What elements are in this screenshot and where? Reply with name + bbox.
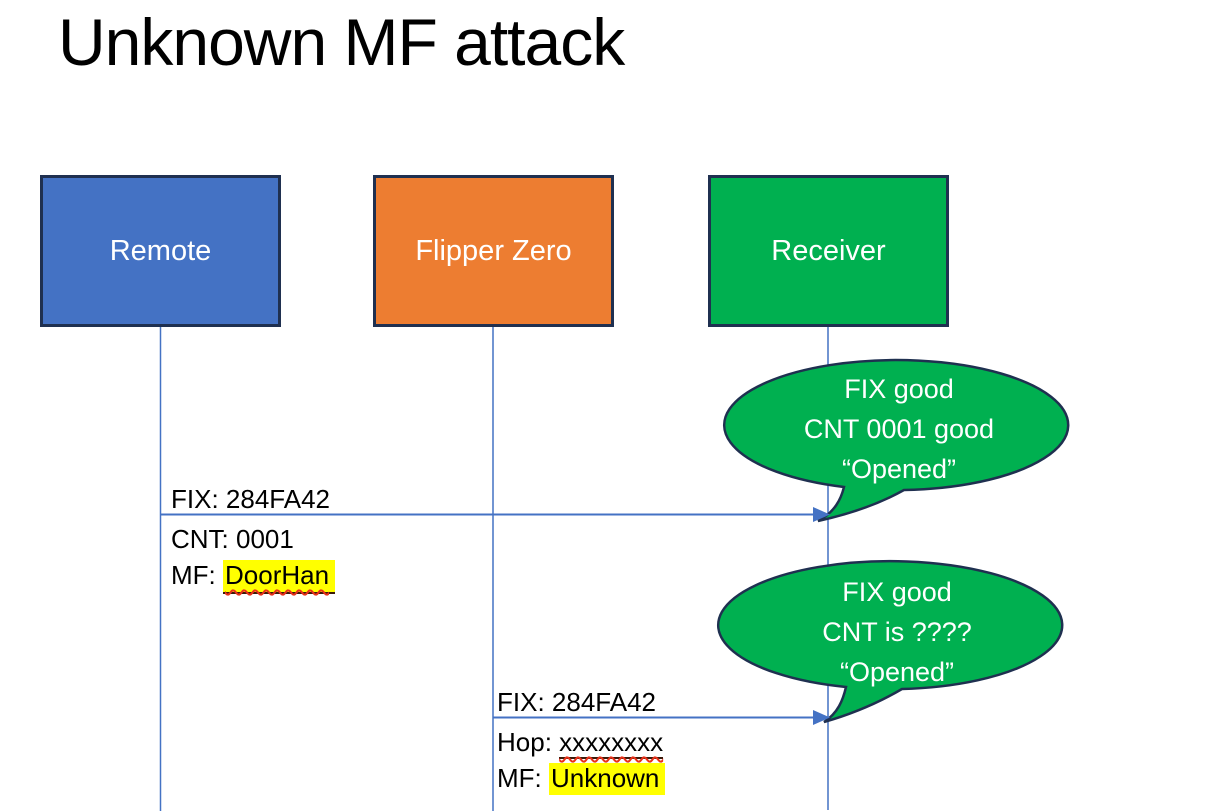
speech-bubble-1 (722, 358, 1070, 523)
message1-fix-text: FIX: 284FA42 (171, 484, 330, 514)
message1-mf-prefix: MF: (171, 560, 223, 590)
message2-mf-line: MF: Unknown (497, 760, 666, 796)
message1-cnt-prefix: CNT: (171, 524, 236, 554)
message2-hop-line: Hop: xxxxxxxx (497, 724, 665, 760)
actor-label-remote: Remote (109, 234, 212, 267)
message2-hop-value: xxxxxxxx (559, 727, 664, 759)
bubble2-line2: CNT is ???? (822, 617, 972, 647)
arrowhead-2 (813, 710, 830, 725)
bubble2-line1: FIX good (842, 577, 952, 607)
speech-bubble-2 (716, 559, 1064, 724)
message2-mf-prefix: MF: (497, 763, 549, 793)
message1-mf-value-highlight: DoorHan (223, 560, 336, 594)
speech-bubble-2-text: FIX good CNT is ???? “Opened” (725, 572, 1069, 692)
bubble1-line2: CNT 0001 good (803, 414, 995, 444)
bubble1-line1: FIX good (844, 374, 954, 404)
actor-box-flipper-zero: Flipper Zero (373, 175, 614, 327)
actor-label-receiver: Receiver (771, 234, 886, 267)
actor-box-receiver: Receiver (708, 175, 949, 327)
arrowhead-1 (813, 507, 830, 522)
bubble2-line3: “Opened” (839, 657, 955, 687)
message1-detail-labels: CNT: 0001 MF: DoorHan (171, 521, 336, 594)
message2-hop-prefix: Hop: (497, 727, 560, 757)
actor-box-remote: Remote (40, 175, 281, 327)
message2-fix-label: FIX: 284FA42 (497, 684, 656, 720)
message1-mf-line: MF: DoorHan (171, 557, 336, 594)
page-title: Unknown MF attack (58, 5, 625, 79)
actor-label-flipper-zero: Flipper Zero (415, 234, 572, 267)
message2-fix-text: FIX: 284FA42 (497, 687, 656, 717)
message1-cnt-line: CNT: 0001 (171, 521, 335, 557)
message2-mf-value-highlight: Unknown (549, 763, 666, 795)
message1-cnt-value: 0001 (236, 524, 294, 554)
message1-fix-label: FIX: 284FA42 (171, 481, 330, 517)
speech-bubble-1-text: FIX good CNT 0001 good “Opened” (727, 369, 1071, 489)
bubble1-line3: “Opened” (841, 454, 957, 484)
message2-detail-labels: Hop: xxxxxxxx MF: Unknown (497, 724, 666, 796)
